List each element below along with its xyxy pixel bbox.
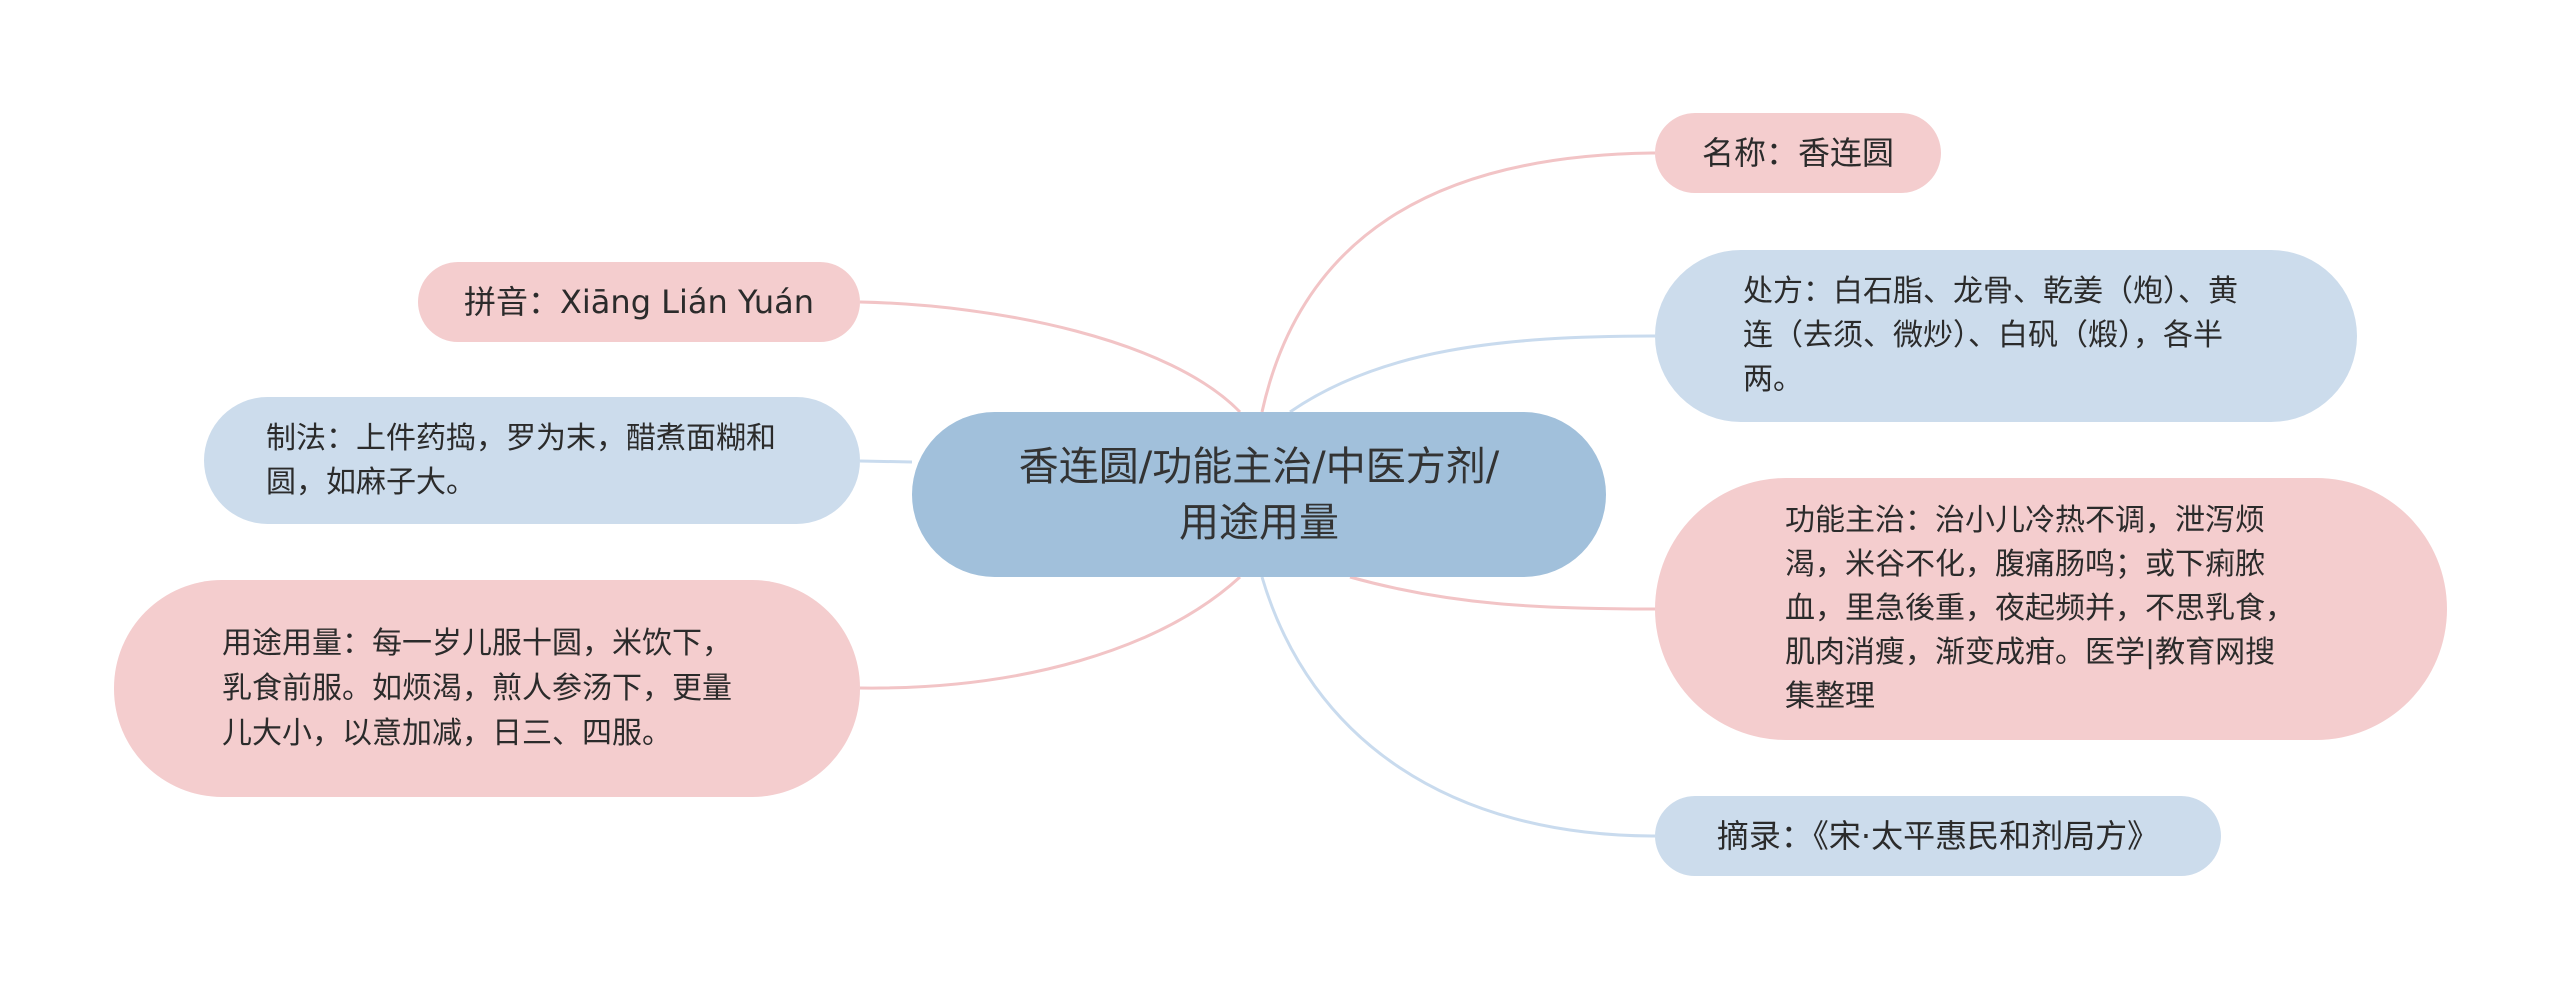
link-method (859, 459, 913, 464)
branch-pinyin-label: 拼音：Xiāng Lián Yuán (463, 283, 815, 321)
link-dosage (859, 575, 1242, 690)
branch-pinyin[interactable]: 拼音：Xiāng Lián Yuán (418, 262, 860, 342)
branch-prescription[interactable]: 处方：白石脂、龙骨、乾姜（炮）、黄连（去须、微炒）、白矾（煅），各半两。 (1655, 250, 2357, 422)
branch-name-label: 名称：香连圆 (1701, 134, 1894, 172)
branch-source-label: 摘录：《宋·太平惠民和剂局方》 (1716, 817, 2160, 855)
link-recipe (1289, 334, 1656, 414)
link-function (1349, 575, 1656, 611)
link-pinyin (859, 300, 1242, 414)
link-source (1260, 576, 1656, 838)
branch-source[interactable]: 摘录：《宋·太平惠民和剂局方》 (1655, 796, 2221, 876)
branch-preparation-method-label: 制法：上件药捣，罗为末，醋煮面糊和圆，如麻子大。 (266, 420, 776, 500)
link-name (1260, 151, 1656, 413)
branch-usage-dosage[interactable]: 用途用量：每一岁儿服十圆，米饮下，乳食前服。如烦渴，煎人参汤下，更量儿大小，以意… (114, 580, 860, 797)
branch-preparation-method[interactable]: 制法：上件药捣，罗为末，醋煮面糊和圆，如麻子大。 (204, 397, 860, 524)
branch-indications[interactable]: 功能主治：治小儿冷热不调，泄泻烦渴，米谷不化，腹痛肠鸣；或下痢脓血，里急後重，夜… (1655, 478, 2447, 740)
branch-indications-label: 功能主治：治小儿冷热不调，泄泻烦渴，米谷不化，腹痛肠鸣；或下痢脓血，里急後重，夜… (1785, 503, 2295, 714)
central-topic[interactable]: 香连圆/功能主治/中医方剂/用途用量 (912, 412, 1606, 577)
central-topic-label: 香连圆/功能主治/中医方剂/用途用量 (1018, 443, 1500, 546)
branch-prescription-label: 处方：白石脂、龙骨、乾姜（炮）、黄连（去须、微炒）、白矾（煅），各半两。 (1743, 274, 2238, 397)
branch-usage-dosage-label: 用途用量：每一岁儿服十圆，米饮下，乳食前服。如烦渴，煎人参汤下，更量儿大小，以意… (222, 626, 732, 751)
branch-name[interactable]: 名称：香连圆 (1655, 113, 1941, 193)
